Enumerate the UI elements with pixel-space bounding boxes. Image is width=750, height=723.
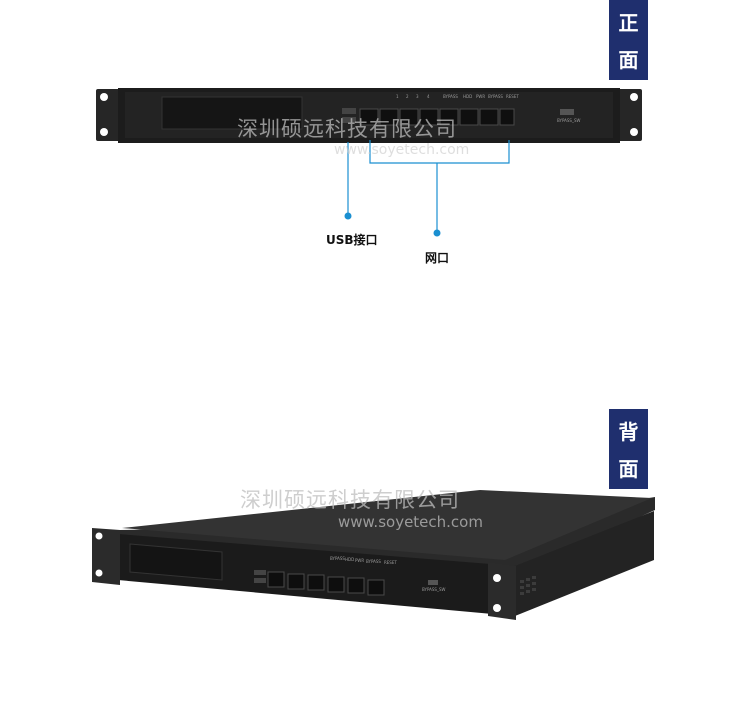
svg-text:BYPASS: BYPASS [488, 94, 503, 99]
svg-text:1: 1 [396, 94, 399, 99]
svg-text:BYPASS: BYPASS [366, 559, 381, 564]
network-callout-dot [433, 229, 441, 237]
usb-callout-dot [344, 212, 352, 220]
svg-text:HDD: HDD [345, 557, 354, 562]
front-badge-char-2: 面 [618, 47, 639, 72]
svg-text:BYPASS: BYPASS [443, 94, 458, 99]
svg-text:4: 4 [427, 94, 430, 99]
callout-lines [347, 140, 510, 232]
watermark-url-front: www.soyetech.com [334, 142, 470, 158]
svg-text:PWR: PWR [355, 558, 364, 563]
usb-port-label: USB接口 [326, 233, 378, 247]
front-badge-char-1: 正 [618, 11, 639, 36]
back-badge-char-2: 面 [618, 456, 639, 481]
back-badge-char-1: 背 [618, 420, 639, 445]
svg-text:RESET: RESET [506, 94, 519, 99]
watermark-company-front: 深圳硕远科技有限公司 [237, 117, 457, 141]
watermark-company-back: 深圳硕远科技有限公司 [240, 488, 460, 512]
svg-text:PWR: PWR [476, 94, 485, 99]
svg-text:BYPASS_SW: BYPASS_SW [422, 587, 445, 592]
network-port-label: 网口 [425, 251, 450, 265]
svg-text:BYPASS: BYPASS [330, 556, 345, 561]
watermark-url-back: www.soyetech.com [338, 513, 483, 531]
svg-text:3: 3 [416, 94, 419, 99]
svg-text:HDD: HDD [463, 94, 472, 99]
svg-text:RESET: RESET [384, 560, 397, 565]
svg-text:2: 2 [406, 94, 409, 99]
svg-text:BYPASS_SW: BYPASS_SW [557, 118, 580, 123]
front-view-badge: 正 面 [609, 0, 648, 80]
back-view-badge: 背 面 [609, 409, 648, 489]
